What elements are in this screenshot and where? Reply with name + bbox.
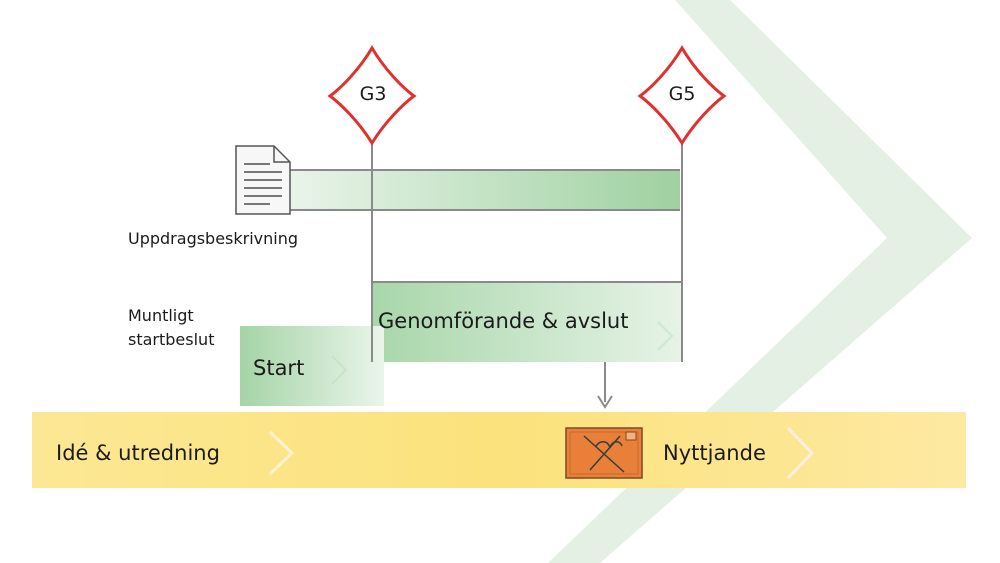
document-bar: [290, 170, 680, 210]
gate-g3-icon: [327, 45, 417, 146]
execution-box: [372, 282, 682, 362]
background-chevron: [548, 0, 972, 563]
document-label: Uppdragsbeskrivning: [128, 229, 299, 248]
package-icon: [565, 427, 643, 479]
idea-label: Idé & utredning: [56, 441, 220, 465]
execution-chevron-icon: [657, 321, 674, 351]
benefit-chevron-icon: [786, 426, 815, 480]
start-chevron-icon: [331, 355, 348, 385]
gate-g5-label: G5: [668, 83, 696, 105]
verbal-decision-label-line1: Muntligt: [128, 306, 194, 325]
verbal-decision-label-line2: startbeslut: [128, 330, 215, 349]
document-icon: [235, 145, 291, 215]
benefit-label: Nyttjande: [663, 441, 766, 465]
execution-label: Genomförande & avslut: [378, 309, 629, 333]
gate-g5-icon: [637, 45, 727, 146]
idea-chevron-icon: [268, 430, 295, 476]
start-box: [240, 326, 384, 406]
start-label: Start: [253, 356, 305, 380]
gate-g3-label: G3: [359, 83, 387, 105]
